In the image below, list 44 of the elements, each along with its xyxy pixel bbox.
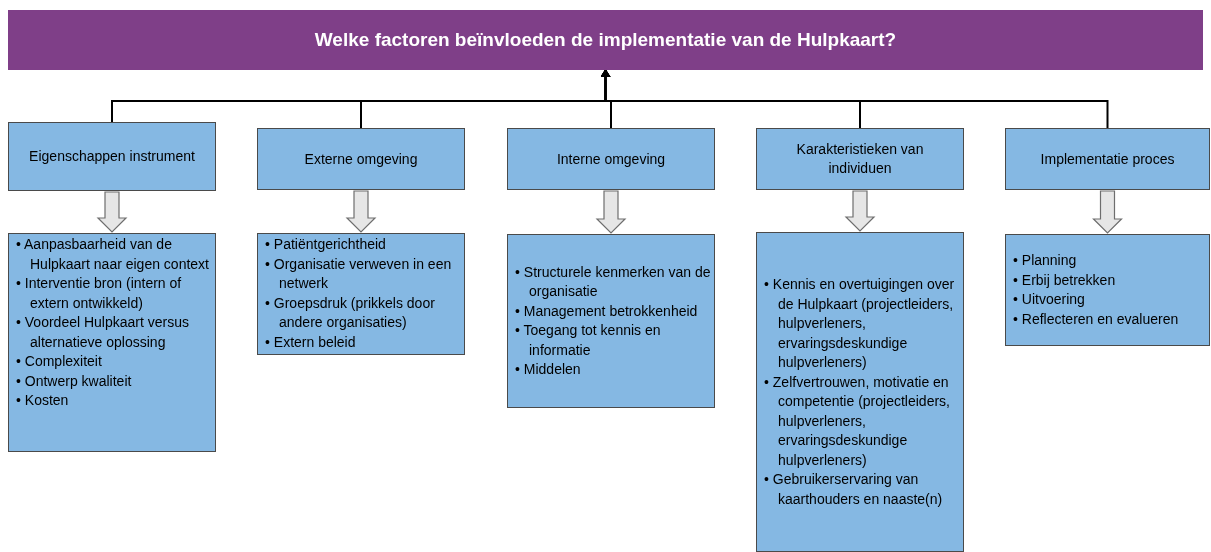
list-item: • Interventie bron (intern of extern ontwikkeld) bbox=[16, 274, 183, 313]
block-arrow bbox=[844, 190, 876, 232]
list-item: • Toegang tot kennis en informatie bbox=[515, 321, 662, 360]
list-item: • Planning bbox=[1013, 251, 1078, 270]
category-label: Externe omgeving bbox=[304, 149, 418, 169]
list-item: • Complexiteit bbox=[16, 352, 103, 371]
connector-arrow bbox=[600, 69, 1109, 129]
list-item: • Aanpasbaarheid van de Hulpkaart naar eigen context bbox=[16, 235, 210, 274]
list-item: • Management betrokkenheid bbox=[515, 301, 699, 321]
category-box bbox=[1005, 128, 1210, 190]
block-arrow bbox=[345, 190, 377, 233]
list-item: • Kennis en overtuigingen over de Hulpkaart (projectleiders, hulpverleners, ervaringsdeskundige hulpverleners) bbox=[764, 275, 956, 372]
block-arrow bbox=[1092, 190, 1123, 234]
block-arrow bbox=[595, 190, 627, 234]
factor-list-box bbox=[756, 232, 964, 552]
block-arrow bbox=[96, 191, 128, 233]
list-item: • Middelen bbox=[515, 360, 582, 379]
list-item: • Organisatie verweven in een netwerk bbox=[265, 254, 453, 293]
list-item: • Erbij betrekken bbox=[1013, 270, 1117, 290]
list-item: • Reflecteren en evalueren bbox=[1013, 309, 1180, 329]
category-box bbox=[756, 128, 964, 190]
category-label: Implementatie proces bbox=[1040, 149, 1175, 169]
category-label: Karakteristieken van individuen bbox=[795, 140, 925, 178]
list-item: • Uitvoering bbox=[1013, 290, 1086, 309]
list-item: • Groepsdruk (prikkels door andere organisaties) bbox=[265, 293, 436, 332]
factor-list-box bbox=[507, 234, 715, 408]
list-item: • Voordeel Hulpkaart versus alternatieve oplossing bbox=[16, 313, 190, 352]
factor-list-box bbox=[1005, 234, 1210, 346]
category-box bbox=[257, 128, 465, 190]
list-item: • Ontwerp kwaliteit bbox=[16, 371, 133, 391]
list-item: • Patiëntgerichtheid bbox=[265, 235, 387, 254]
category-label: Eigenschappen instrument bbox=[29, 147, 195, 166]
list-item: • Kosten bbox=[16, 391, 70, 410]
list-item: • Gebruikerservaring van kaarthouders en naaste(n) bbox=[764, 470, 944, 509]
category-label: Interne omgeving bbox=[556, 149, 666, 169]
category-box bbox=[507, 128, 715, 190]
factor-list-box bbox=[8, 233, 216, 452]
list-item: • Zelfvertrouwen, motivatie en competentie (projectleiders, hulpverleners, ervaringsdeskundige hulpverleners) bbox=[764, 372, 951, 470]
list-item: • Extern beleid bbox=[265, 332, 357, 352]
title-text: Welke factoren beïnvloeden de implementatie van de Hulpkaart? bbox=[314, 27, 897, 52]
category-box bbox=[8, 122, 216, 191]
title-banner bbox=[8, 10, 1203, 70]
list-item: • Structurele kenmerken van de organisatie bbox=[515, 262, 711, 301]
factor-list-box bbox=[257, 233, 465, 355]
